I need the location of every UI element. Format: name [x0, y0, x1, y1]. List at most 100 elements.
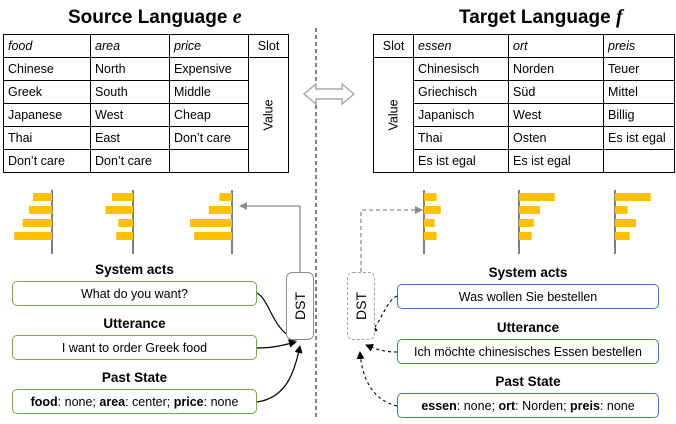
source-distribution-bar — [219, 193, 232, 201]
target-past-state-text: essen: none; ort: Norden; preis: none — [421, 399, 634, 413]
target-past-value: : Norden; — [515, 398, 571, 413]
target-dst-box: DST — [347, 272, 375, 340]
target-cell: Norden — [508, 57, 605, 81]
source-system-acts-text: What do you want? — [80, 286, 188, 301]
source-distribution-bar — [28, 206, 52, 214]
source-cell: Don’t care — [90, 149, 170, 173]
source-distribution-bar — [190, 219, 232, 227]
target-distribution-bar — [615, 193, 651, 201]
source-value-label-cell: Value — [247, 57, 290, 173]
source-header-area: area — [90, 34, 170, 58]
source-utterance-heading: Utterance — [103, 316, 166, 331]
target-cell: Osten — [508, 126, 605, 150]
source-distribution-bar — [33, 193, 52, 201]
target-cell: Teuer — [603, 57, 676, 81]
target-cell: Es ist egal — [603, 126, 676, 150]
target-cell: Billig — [603, 103, 676, 127]
double-arrow-icon — [302, 82, 356, 106]
source-dst-output-arrow — [239, 202, 301, 272]
target-value-label-cell: Value — [372, 57, 415, 173]
target-past-slot: preis — [570, 398, 600, 413]
target-cell: Mittel — [603, 80, 676, 104]
target-distribution-bar — [519, 219, 534, 227]
target-past-value: : none; — [456, 398, 499, 413]
target-utterance-text: Ich möchte chinesisches Essen bestellen — [414, 344, 642, 359]
source-past-state-box: food: none; area: center; price: none — [12, 389, 257, 414]
source-cell: Thai — [3, 126, 91, 150]
source-distribution-bar — [118, 219, 133, 227]
source-cell: Don’t care — [169, 126, 249, 150]
source-title: Source Language e — [68, 6, 242, 29]
target-cell — [603, 149, 676, 173]
source-distribution-bar — [208, 206, 232, 214]
source-cell: West — [90, 103, 170, 127]
source-distribution-bar — [22, 219, 52, 227]
target-cell: Es ist egal — [413, 149, 510, 173]
source-utterance-box: I want to order Greek food — [12, 335, 257, 360]
target-distribution-bar — [424, 219, 435, 227]
source-distribution-bar — [194, 232, 232, 240]
source-past-slot: price — [173, 394, 204, 409]
source-dst-box: DST — [286, 272, 314, 340]
target-past-slot: essen — [421, 398, 457, 413]
target-system-acts-heading: System acts — [488, 265, 568, 280]
target-past-state-arrow — [356, 351, 398, 407]
target-past-value: : none — [599, 398, 635, 413]
target-cell: Thai — [413, 126, 510, 150]
target-dst-output-arrow — [360, 206, 423, 272]
target-header-preis: preis — [603, 34, 676, 58]
source-past-slot: area — [99, 394, 126, 409]
target-distribution-bar — [519, 206, 540, 214]
source-slot-table: food area price Slot Chinese North Expen… — [3, 34, 290, 173]
target-utterance-box: Ich möchte chinesisches Essen bestellen — [397, 339, 659, 364]
source-cell: East — [90, 126, 170, 150]
target-distribution-bar — [615, 206, 628, 214]
target-utterance-arrow — [365, 343, 398, 353]
source-utterance-text: I want to order Greek food — [61, 340, 208, 355]
target-cell: Griechisch — [413, 80, 510, 104]
target-past-state-box: essen: none; ort: Norden; preis: none — [397, 393, 659, 418]
source-distribution-bar — [116, 232, 133, 240]
target-system-acts-text: Was wollen Sie bestellen — [458, 289, 598, 304]
source-past-state-heading: Past State — [101, 370, 168, 385]
source-dst-label: DST — [292, 292, 308, 320]
target-distribution-bar — [424, 206, 441, 214]
source-system-acts-heading: System acts — [95, 262, 174, 277]
source-cell — [169, 149, 249, 173]
source-past-state-arrow — [256, 345, 303, 403]
target-dst-label: DST — [353, 292, 369, 320]
target-title: Target Language f — [459, 6, 623, 29]
target-past-slot: ort — [498, 398, 516, 413]
target-slot-table: Slot essen ort preis Value Chinesisch No… — [372, 34, 676, 173]
target-distribution-bar — [519, 232, 532, 240]
target-title-text: Target Language — [459, 7, 611, 28]
source-past-value: : none — [203, 394, 239, 409]
source-system-acts-box: What do you want? — [12, 281, 257, 306]
target-header-essen: essen — [413, 34, 510, 58]
source-cell: Greek — [3, 80, 91, 104]
source-cell: South — [90, 80, 170, 104]
target-distribution-bar — [615, 219, 636, 227]
source-distribution-bar — [112, 193, 133, 201]
target-cell: Es ist egal — [508, 149, 605, 173]
target-past-state-heading: Past State — [495, 374, 561, 389]
source-cell: Cheap — [169, 103, 249, 127]
source-header-food: food — [3, 34, 91, 58]
target-distribution-bar — [424, 232, 437, 240]
source-symbol: e — [232, 6, 242, 28]
source-past-slot: food — [30, 394, 58, 409]
target-header-ort: ort — [508, 34, 605, 58]
source-cell: Japanese — [3, 103, 91, 127]
target-cell: Süd — [508, 80, 605, 104]
target-cell: Chinesisch — [413, 57, 510, 81]
source-past-value: : center; — [125, 394, 174, 409]
target-distribution-bar — [424, 193, 437, 201]
source-distribution-bar — [14, 232, 52, 240]
source-utterance-arrow — [256, 339, 297, 349]
source-cell: Don’t care — [3, 149, 91, 173]
source-title-text: Source Language — [68, 7, 228, 28]
target-utterance-heading: Utterance — [496, 320, 560, 335]
source-past-value: : none; — [57, 394, 100, 409]
source-past-state-text: food: none; area: center; price: none — [31, 395, 239, 409]
